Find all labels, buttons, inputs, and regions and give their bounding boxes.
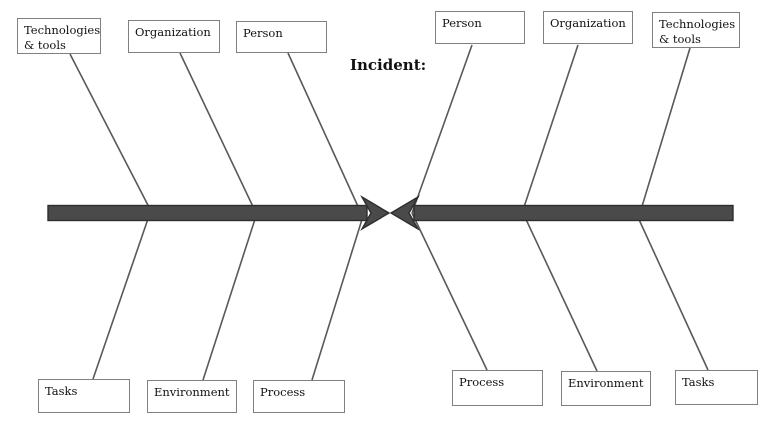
cause-label: Technologies & tools	[659, 17, 736, 46]
cause-box-top-left-2: Organization	[128, 20, 220, 53]
cause-box-bottom-right-1: Process	[452, 370, 543, 406]
rib-bottom-left-2	[202, 212, 258, 381]
spine-right-bar	[413, 204, 734, 222]
cause-box-top-right-2: Organization	[543, 11, 633, 44]
cause-box-bottom-left-3: Process	[253, 380, 345, 413]
rib-top-left-3	[287, 52, 362, 214]
spine-left-bar	[47, 204, 368, 222]
incident-label: Incident:	[350, 56, 427, 74]
cause-label: Tasks	[45, 384, 78, 398]
cause-label: Organization	[550, 16, 626, 30]
cause-box-bottom-right-3: Tasks	[675, 370, 758, 405]
rib-bottom-right-1	[411, 212, 488, 371]
rib-bottom-left-3	[311, 212, 365, 381]
rib-bottom-right-2	[522, 212, 598, 372]
spine-right-arrowhead	[389, 195, 420, 231]
rib-bottom-right-3	[635, 212, 709, 371]
cause-label: Technologies & tools	[24, 23, 101, 52]
cause-label: Person	[243, 26, 283, 40]
rib-top-right-1	[411, 44, 473, 214]
cause-label: Process	[260, 385, 306, 399]
rib-top-left-1	[69, 53, 153, 214]
cause-label: Tasks	[682, 375, 715, 389]
rib-lines	[69, 44, 709, 381]
cause-box-bottom-left-2: Environment	[147, 380, 237, 413]
cause-label: Environment	[568, 376, 644, 390]
cause-label: Organization	[135, 25, 211, 39]
cause-label: Environment	[154, 385, 230, 399]
spine-left-arrowhead	[360, 195, 391, 231]
spine	[47, 195, 734, 231]
rib-bottom-left-1	[92, 212, 151, 380]
cause-label: Person	[442, 16, 482, 30]
cause-box-top-left-1: Technologies & tools	[17, 18, 101, 54]
rib-top-right-2	[521, 44, 579, 214]
cause-box-top-left-3: Person	[236, 21, 327, 53]
cause-label: Process	[459, 375, 505, 389]
cause-box-bottom-left-1: Tasks	[38, 379, 130, 413]
cause-box-bottom-right-2: Environment	[561, 371, 651, 406]
rib-top-left-2	[179, 52, 257, 214]
rib-top-right-3	[639, 47, 691, 214]
cause-box-top-right-1: Person	[435, 11, 525, 44]
cause-box-top-right-3: Technologies & tools	[652, 12, 740, 48]
